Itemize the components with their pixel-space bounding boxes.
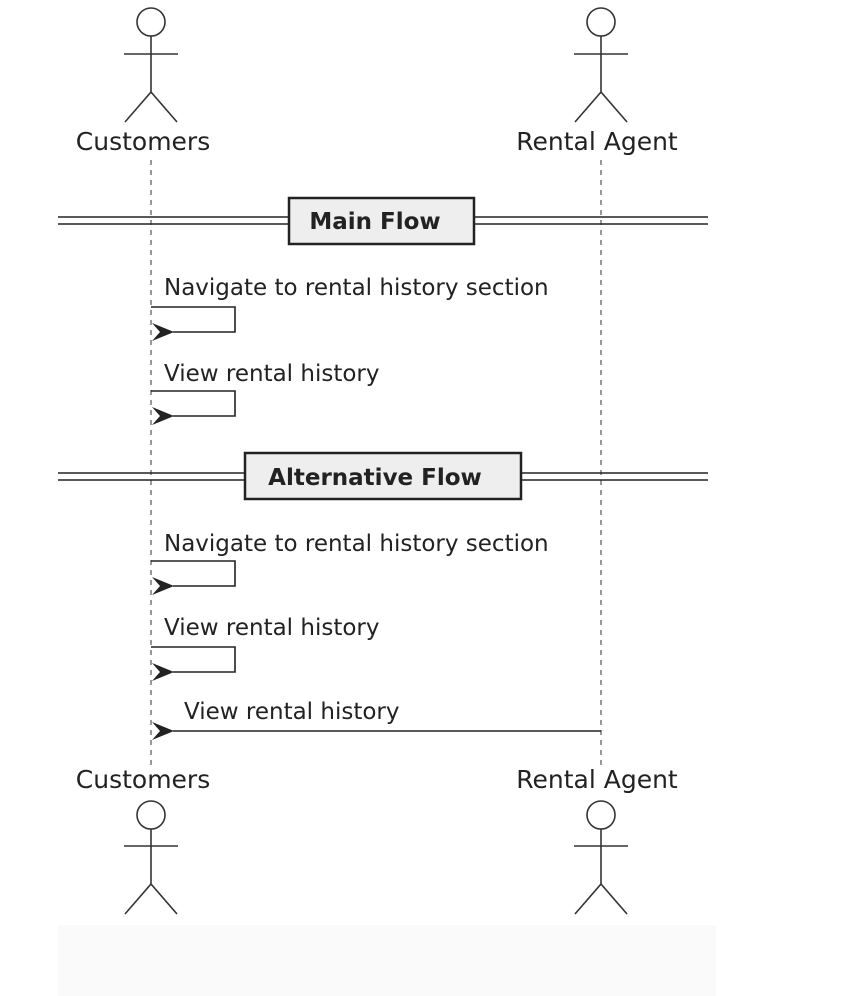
divider-alternative-flow: Alternative Flow	[58, 451, 708, 501]
message-label: View rental history	[184, 699, 400, 725]
actor-customers-bottom-label: Customers	[76, 765, 210, 794]
message-self-3: Navigate to rental history section	[151, 531, 549, 595]
divider-main-flow-title: Main Flow	[309, 209, 440, 235]
actor-customers-top-icon	[124, 7, 178, 123]
message-self-2: View rental history	[151, 361, 380, 425]
actor-rental-agent-bottom-label: Rental Agent	[516, 765, 678, 794]
message-label: Navigate to rental history section	[164, 531, 549, 557]
message-self-4: View rental history	[151, 615, 380, 681]
actor-customers-bottom-icon	[124, 800, 178, 915]
message-label: Navigate to rental history section	[164, 275, 549, 301]
actor-customers-top-label: Customers	[76, 127, 210, 156]
divider-main-flow: Main Flow	[58, 196, 708, 246]
divider-alternative-flow-title: Alternative Flow	[268, 465, 482, 491]
actor-rental-agent-top-icon	[574, 7, 628, 123]
message-label: View rental history	[164, 615, 380, 641]
diagram-footer-band	[58, 925, 716, 996]
message-agent-to-customers: View rental history	[152, 699, 601, 740]
actor-rental-agent-top-label: Rental Agent	[516, 127, 678, 156]
message-self-1: Navigate to rental history section	[151, 275, 549, 341]
message-label: View rental history	[164, 361, 380, 387]
actor-rental-agent-bottom-icon	[574, 800, 628, 915]
